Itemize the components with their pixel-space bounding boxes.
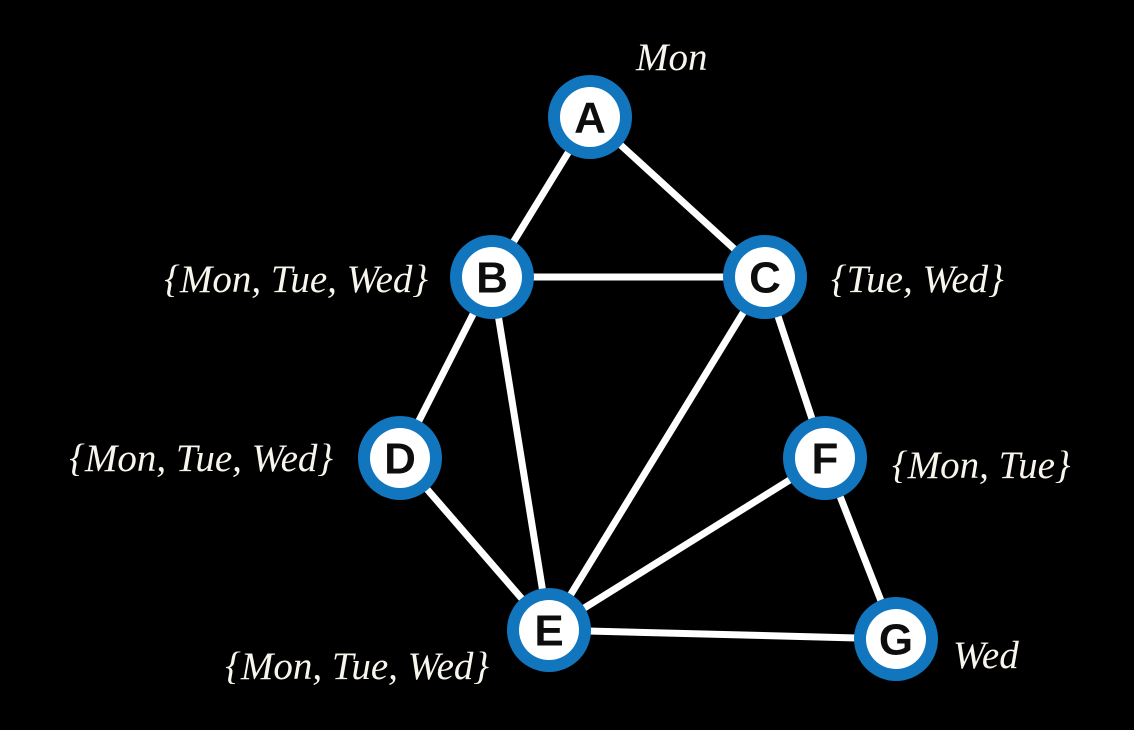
- edge-E-F: [545, 454, 829, 634]
- domain-label-E: {Mon, Tue, Wed}: [225, 645, 489, 688]
- domain-label-A: Mon: [635, 36, 708, 79]
- node-G: G: [854, 597, 938, 681]
- node-C-core: [735, 247, 795, 307]
- node-E: E: [507, 588, 591, 672]
- domain-label-G: Wed: [953, 634, 1019, 677]
- domain-label-F: {Mon, Tue}: [892, 444, 1071, 487]
- node-D: D: [358, 416, 442, 500]
- domain-label-C: {Tue, Wed}: [831, 258, 1004, 301]
- node-C-letter: C: [749, 254, 781, 303]
- node-F-core: [795, 428, 855, 488]
- node-E-letter: E: [534, 607, 563, 656]
- edge-B-E: [488, 273, 553, 634]
- node-G-core: [866, 609, 926, 669]
- node-D-letter: D: [384, 435, 416, 484]
- node-C: C: [723, 235, 807, 319]
- node-F-letter: F: [812, 435, 839, 484]
- node-F: F: [783, 416, 867, 500]
- edge-E-G: [545, 626, 900, 643]
- node-A-letter: A: [574, 94, 606, 143]
- node-D-core: [370, 428, 430, 488]
- domain-label-D: {Mon, Tue, Wed}: [69, 437, 333, 480]
- node-B-letter: B: [476, 254, 508, 303]
- node-G-letter: G: [879, 616, 913, 665]
- node-A: A: [548, 75, 632, 159]
- domain-label-B: {Mon, Tue, Wed}: [164, 258, 428, 301]
- node-E-core: [519, 600, 579, 660]
- edge-C-E: [545, 273, 769, 634]
- node-B-core: [462, 247, 522, 307]
- node-A-core: [560, 87, 620, 147]
- node-B: B: [450, 235, 534, 319]
